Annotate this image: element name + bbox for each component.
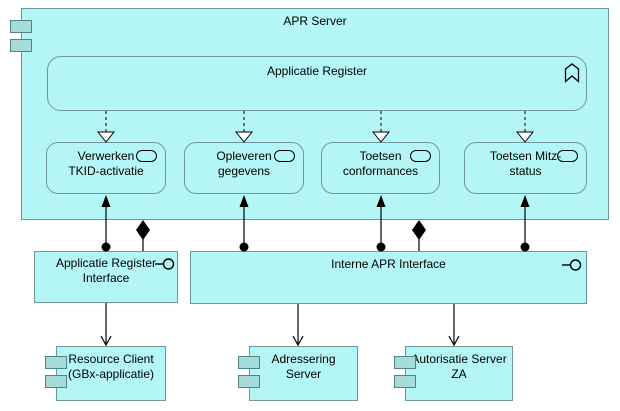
realization-arrow-verwerken[interactable] <box>96 111 116 143</box>
application-function-icon <box>564 63 580 83</box>
application-service-icon <box>557 150 578 162</box>
node-adressering-server[interactable]: Adressering Server <box>238 346 358 401</box>
node-resource-client[interactable]: Resource Client (GBx-applicatie) <box>45 346 166 401</box>
node-service-toetsen-conformances[interactable]: Toetsen conformances <box>321 142 440 194</box>
assignment-arrow-ari-verwerken[interactable] <box>101 195 111 252</box>
component-icon <box>10 39 32 52</box>
component-label-line2: Server <box>285 367 322 381</box>
application-service-icon <box>274 150 295 162</box>
component-label-line2: ZA <box>451 367 467 381</box>
interface-label: Interne APR Interface <box>331 257 446 271</box>
service-label-line2: conformances <box>342 164 419 178</box>
component-label-line1: Resource Client <box>68 352 154 366</box>
realization-arrow-mitz[interactable] <box>515 111 535 143</box>
serving-arrow-autorisatie-server[interactable] <box>448 304 460 347</box>
node-autorisatie-server-za[interactable]: Autorisatie Server ZA <box>394 346 513 401</box>
assignment-arrow-iai-conformances[interactable] <box>376 195 386 252</box>
interface-label-line2: Interface <box>82 271 130 285</box>
node-service-opleveren-gegevens[interactable]: Opleveren gegevens <box>184 142 304 194</box>
component-label-line1: Adressering <box>271 352 336 366</box>
component-icon <box>45 356 67 369</box>
service-label-line2: gegevens <box>217 164 271 178</box>
component-icon <box>10 20 32 33</box>
node-applicatie-register-label: Applicatie Register <box>266 64 368 78</box>
node-interne-apr-interface[interactable]: Interne APR Interface <box>190 251 587 304</box>
node-apr-server-label: APR Server <box>283 14 347 28</box>
component-icon <box>394 375 416 388</box>
application-service-icon <box>410 150 431 162</box>
node-service-verwerken-tkid-activatie[interactable]: Verwerken TKID-activatie <box>46 142 166 194</box>
assignment-arrow-iai-opleveren[interactable] <box>239 195 249 252</box>
component-icon <box>238 375 260 388</box>
component-icon <box>394 356 416 369</box>
realization-arrow-opleveren[interactable] <box>234 111 254 143</box>
application-interface-icon <box>562 258 582 272</box>
component-label-line2: (GBx-applicatie) <box>67 367 155 381</box>
realization-arrow-conformances[interactable] <box>371 111 391 143</box>
composition-diamond-ari[interactable] <box>136 220 150 251</box>
component-icon <box>45 375 67 388</box>
composition-diamond-iai[interactable] <box>412 220 426 251</box>
component-label-line1: Autorisatie Server <box>411 352 507 366</box>
node-applicatie-register[interactable]: Applicatie Register <box>47 56 587 111</box>
node-applicatie-register-interface[interactable]: Applicatie Register Interface <box>34 251 178 303</box>
assignment-arrow-iai-mitz[interactable] <box>520 195 530 252</box>
serving-arrow-adressering-server[interactable] <box>292 304 304 347</box>
service-label-line2: TKID-activatie <box>68 164 144 178</box>
node-service-toetsen-mitz-status[interactable]: Toetsen Mitz- status <box>464 142 587 194</box>
service-label-line2: status <box>509 164 542 178</box>
application-service-icon <box>136 150 157 162</box>
serving-arrow-resource-client[interactable] <box>100 303 112 347</box>
component-icon <box>238 356 260 369</box>
application-interface-icon <box>155 257 175 271</box>
